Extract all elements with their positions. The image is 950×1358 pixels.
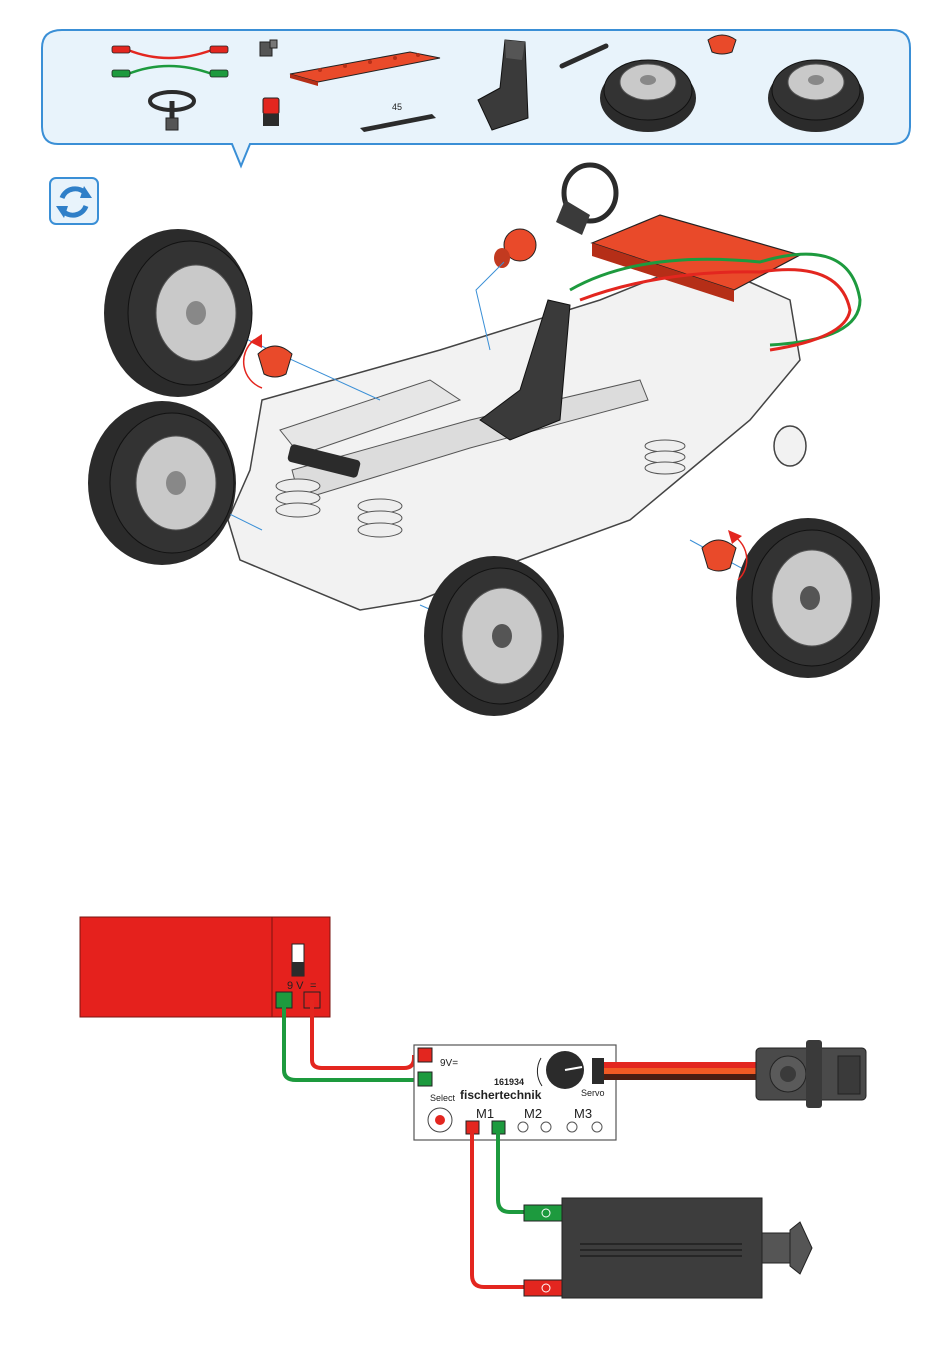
controller-board: 9V= 161934 fischertechnik Servo Select M…	[414, 1045, 616, 1140]
wiring-diagram: 9 V = 9V= 161934 fischertechnik Servo	[80, 917, 866, 1298]
supply-socket-red[interactable]	[418, 1048, 432, 1062]
battery-switch[interactable]	[292, 944, 304, 976]
supply-label: 9V=	[440, 1058, 458, 1069]
select-button[interactable]	[428, 1108, 452, 1132]
beam-length-label: 45	[392, 102, 402, 112]
spring-center	[358, 499, 402, 537]
motor-socket-red[interactable]	[524, 1280, 562, 1296]
hub-nut-front	[244, 334, 292, 388]
m2-socket-a[interactable]	[518, 1122, 528, 1132]
battery-voltage-label: 9 V	[287, 980, 304, 992]
part-number: 161934	[494, 1077, 524, 1087]
wheel-icon	[600, 60, 696, 132]
m3-socket-a[interactable]	[567, 1122, 577, 1132]
parts-panel: 45	[42, 30, 910, 166]
wheel-icon	[424, 556, 564, 716]
m3-socket-b[interactable]	[592, 1122, 602, 1132]
red-lamp	[494, 229, 536, 268]
servo-socket[interactable]	[592, 1058, 604, 1084]
motor-icon	[524, 1198, 812, 1298]
red-lamp-part	[263, 98, 279, 126]
motor-socket-green[interactable]	[524, 1205, 562, 1221]
output-label-m3: M3	[574, 1106, 592, 1121]
select-label: Select	[430, 1093, 456, 1103]
hub-nut-part	[708, 35, 736, 54]
servo-icon	[756, 1040, 866, 1108]
battery-polarity-label: =	[310, 980, 316, 992]
output-label-m1: M1	[476, 1106, 494, 1121]
brand-name: fischertechnik	[460, 1088, 542, 1102]
m2-socket-b[interactable]	[541, 1122, 551, 1132]
wheel-icon	[104, 229, 252, 397]
wheel-icon	[88, 401, 236, 565]
supply-socket-green[interactable]	[418, 1072, 432, 1086]
output-label-m2: M2	[524, 1106, 542, 1121]
vehicle-assembly	[88, 165, 880, 716]
battery-pack: 9 V =	[80, 917, 330, 1017]
wheel-icon	[736, 518, 880, 678]
spring-rear	[645, 440, 685, 474]
wheel-icon	[768, 60, 864, 132]
rotate-arrows-icon	[50, 178, 98, 224]
spring-left	[276, 479, 320, 517]
servo-label: Servo	[581, 1088, 605, 1098]
